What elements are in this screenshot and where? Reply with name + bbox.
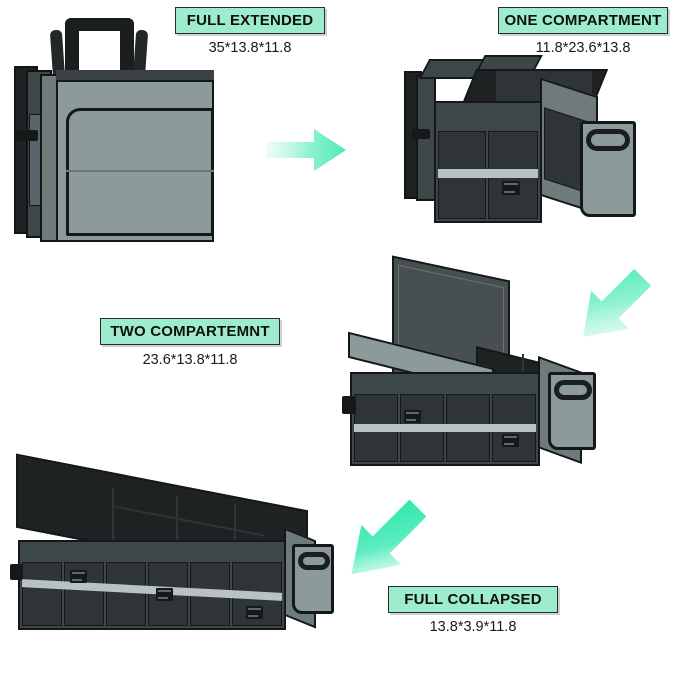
reflective-stripe-front-two: [354, 424, 536, 432]
long-pocket-1: [22, 562, 62, 626]
label-full-collapsed: FULL COLLAPSED: [388, 586, 558, 613]
left-strap-buckle-two: [342, 396, 356, 414]
product-photo-full-extended: [8, 18, 223, 250]
label-two-compartment-text: TWO COMPARTEMNT: [110, 323, 270, 340]
arrow-two-compartment-to-full-collapsed: [351, 499, 427, 575]
front-flap: [66, 108, 214, 236]
label-one-compartment: ONE COMPARTMENT: [498, 7, 668, 34]
label-full-extended: FULL EXTENDED: [175, 7, 325, 34]
dimensions-full-collapsed: 13.8*3.9*11.8: [429, 619, 517, 635]
long-pocket-3: [106, 562, 146, 626]
side-panel-buckle: [412, 129, 430, 139]
side-flap-handle: [586, 129, 630, 151]
dimensions-full-extended: 35*13.8*11.8: [208, 40, 292, 56]
brand-emblem-front-two: [404, 410, 421, 423]
dimensions-one-compartment: 11.8*23.6*13.8: [535, 40, 631, 56]
brand-emblem-long-2: [156, 588, 173, 601]
label-full-collapsed-text: FULL COLLAPSED: [404, 591, 542, 608]
long-side-flap-handle: [298, 552, 330, 570]
front-flap-fold-line: [66, 170, 214, 172]
arrow-one-compartment-to-two-compartment: [583, 268, 652, 337]
dimensions-two-compartment: 23.6*13.8*11.8: [142, 352, 238, 368]
product-photo-full-collapsed: [8, 453, 338, 648]
carry-handle-top-bar: [65, 18, 134, 31]
side-flap-handle-two: [554, 380, 592, 400]
arrow-full-extended-to-one-compartment: [266, 129, 346, 171]
brand-emblem-long-1: [70, 570, 87, 583]
side-mesh-pocket: [29, 114, 41, 206]
label-full-extended-text: FULL EXTENDED: [186, 12, 314, 29]
long-left-strap-buckle: [10, 564, 23, 580]
label-one-compartment-text: ONE COMPARTMENT: [504, 12, 662, 29]
body-top-edge: [56, 70, 214, 82]
product-photo-two-compartment: [336, 255, 598, 480]
product-photo-one-compartment: [404, 55, 636, 235]
brand-emblem-front-two-b: [502, 434, 519, 447]
reflective-stripe-front: [438, 169, 538, 178]
side-strap-buckle: [16, 130, 38, 141]
brand-emblem-front: [502, 181, 520, 195]
brand-emblem-long-3: [246, 606, 263, 619]
label-two-compartment: TWO COMPARTEMNT: [100, 318, 280, 345]
interior-divider-long-1: [112, 487, 114, 547]
